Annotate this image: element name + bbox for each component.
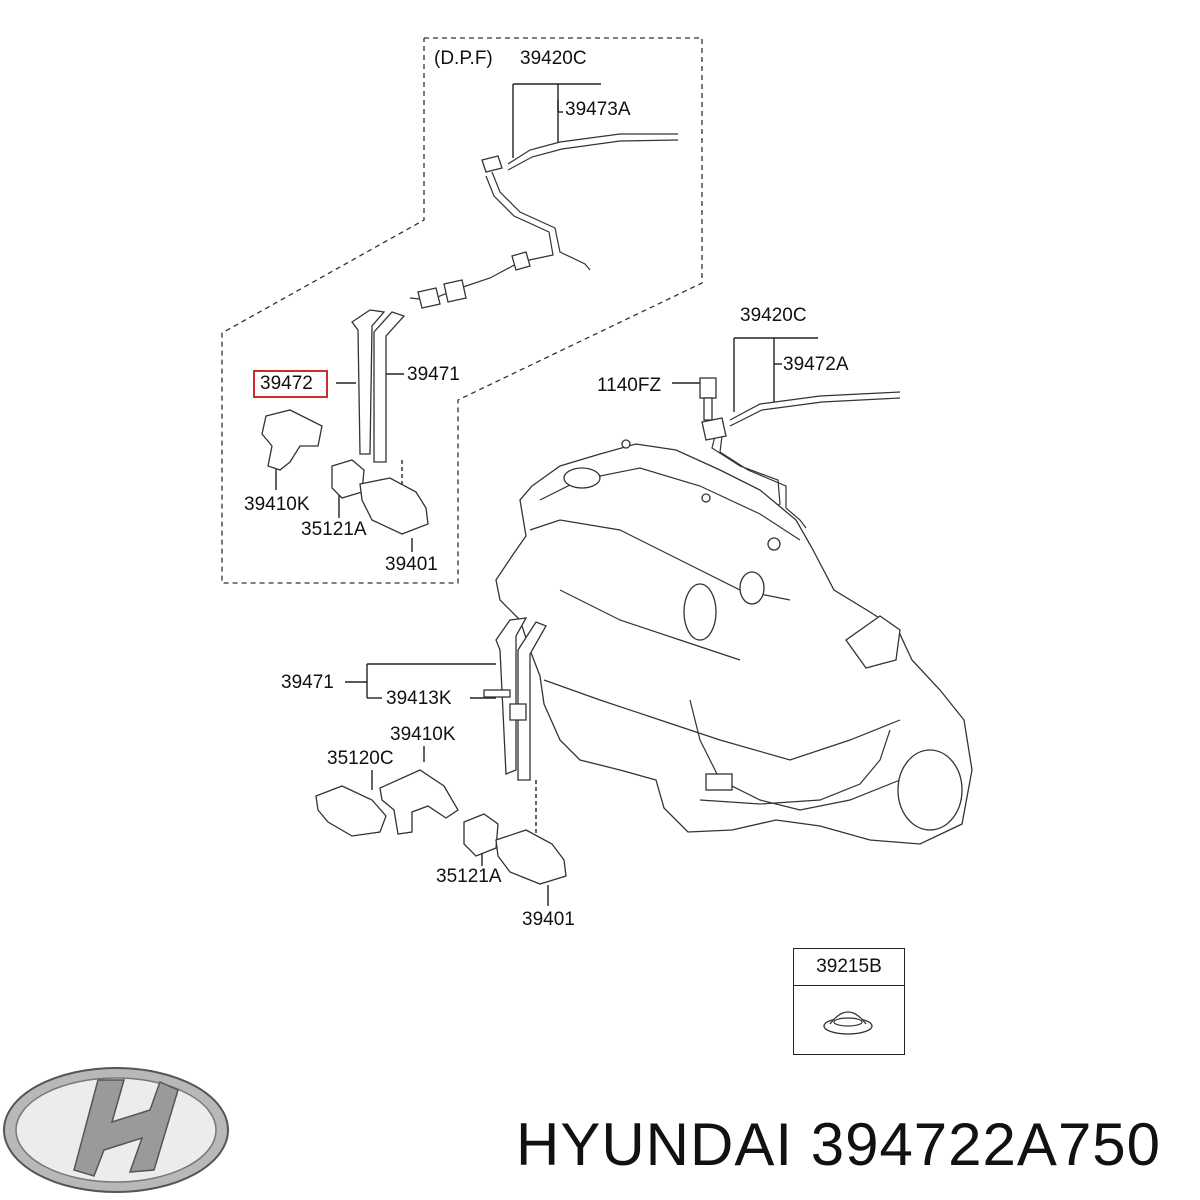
label-main-1140fz: 1140FZ — [597, 375, 662, 396]
label-main-39420c: 39420C — [740, 305, 807, 326]
inset-plug — [823, 1011, 873, 1035]
label-dpf-39420c: 39420C — [520, 48, 587, 69]
main-hoses — [483, 617, 547, 781]
main-tube-39472a — [626, 377, 901, 567]
label-inset-39215b: 39215B — [794, 949, 904, 986]
brand-caption: HYUNDAI 394722A750 — [516, 1110, 1161, 1180]
label-dpf-39472: 39472 — [260, 373, 313, 394]
label-dpf-39473a: 39473A — [565, 99, 631, 120]
highlight-box — [253, 370, 328, 398]
label-main-39472a: 39472A — [783, 354, 849, 375]
main-bracket — [379, 769, 459, 835]
main-valve — [495, 829, 567, 885]
part-number: 394722A750 — [810, 1111, 1162, 1178]
label-main-35121a: 35121A — [436, 866, 502, 887]
label-dpf-39410k: 39410K — [244, 494, 310, 515]
label-main-39413k: 39413K — [386, 688, 452, 709]
inset-part-box: 39215B — [793, 948, 905, 1055]
main-leader-lines — [345, 337, 818, 906]
main-sensor — [315, 785, 387, 837]
label-main-39410k: 39410K — [390, 724, 456, 745]
dpf-tube-39473a — [409, 133, 679, 309]
brand-name: HYUNDAI — [516, 1111, 794, 1178]
main-insulator — [463, 813, 499, 857]
label-dpf-39471: 39471 — [407, 364, 460, 385]
dpf-hoses — [351, 309, 406, 463]
dpf-valve — [359, 477, 429, 535]
dpf-bracket — [261, 409, 323, 471]
hyundai-logo — [3, 1067, 229, 1193]
dpf-group-outline — [221, 37, 703, 584]
dpf-leader-lines — [275, 83, 601, 552]
label-main-35120c: 35120C — [327, 748, 394, 769]
label-main-39401: 39401 — [522, 909, 575, 930]
label-dpf-39401: 39401 — [385, 554, 438, 575]
label-main-39471: 39471 — [281, 672, 334, 693]
dpf-insulator — [331, 459, 365, 499]
label-dpf-header: (D.P.F) — [434, 48, 493, 69]
label-dpf-35121a: 35121A — [301, 519, 367, 540]
engine-block — [495, 439, 973, 845]
